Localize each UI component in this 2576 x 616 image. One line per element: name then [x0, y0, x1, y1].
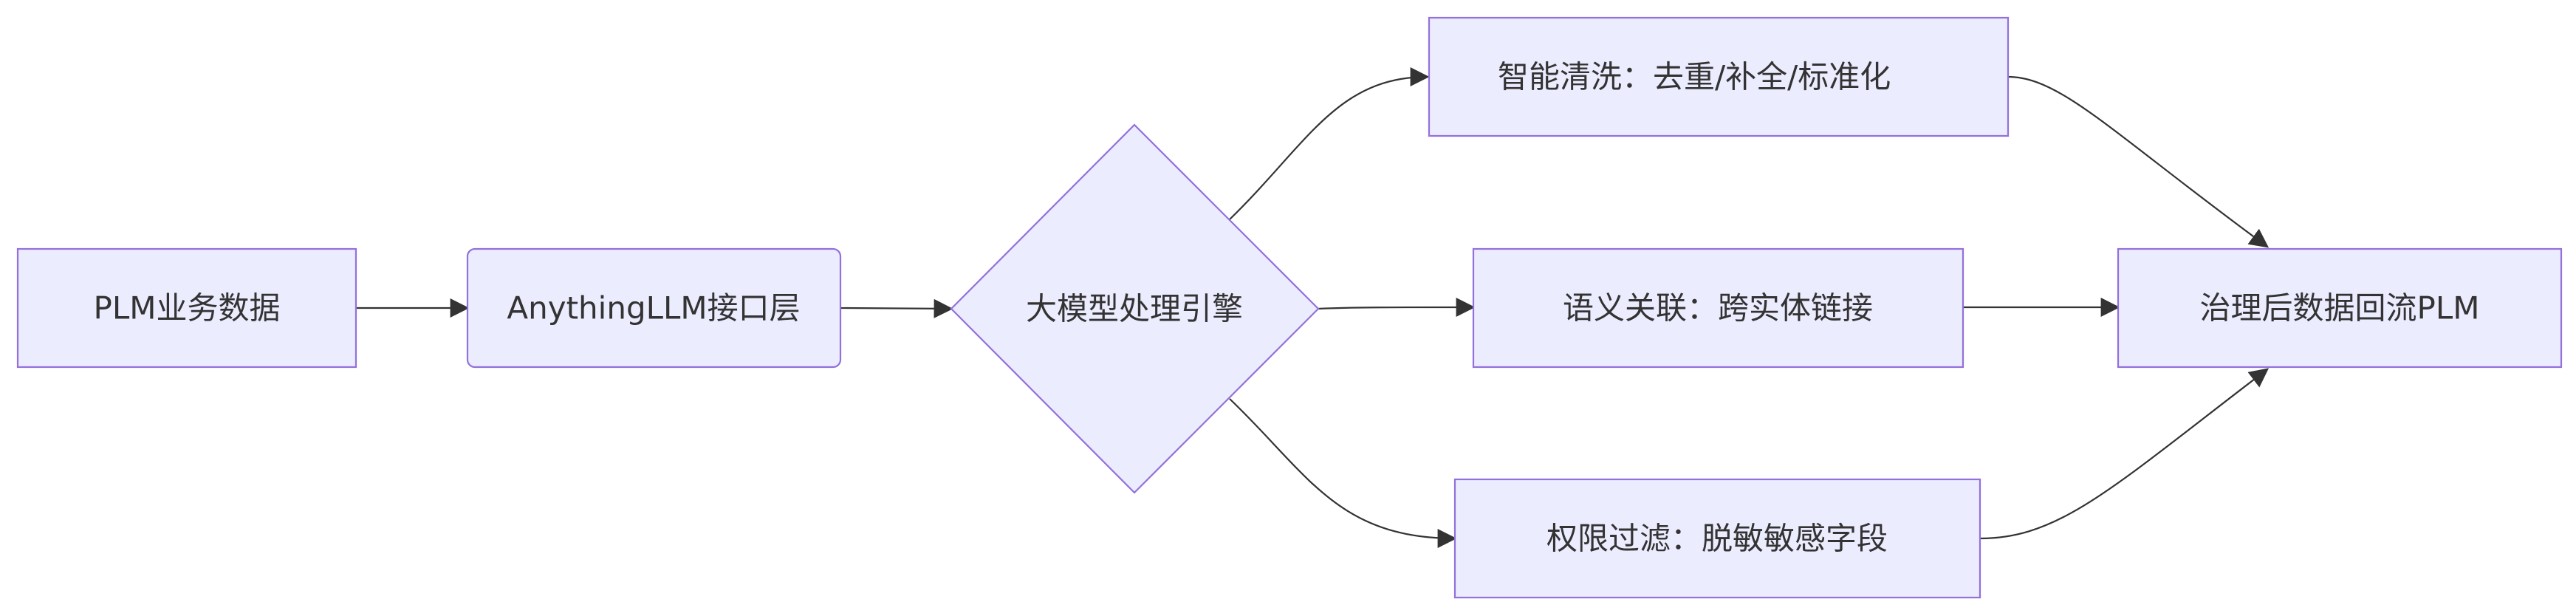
node-interface-layer[interactable]: AnythingLLM接口层 [466, 247, 842, 369]
node-return-plm[interactable]: 治理后数据回流PLM [2117, 247, 2563, 369]
node-llm-engine[interactable]: 大模型处理引擎 [950, 123, 1320, 494]
edge-interface-to-engine [840, 298, 953, 318]
edge-cleaning-to-return [2007, 75, 2270, 248]
node-permission-filter[interactable]: 权限过滤：脱敏敏感字段 [1453, 478, 1981, 599]
node-llm-engine-label: 大模型处理引擎 [1026, 291, 1243, 327]
node-plm-data-label: PLM业务数据 [94, 290, 281, 326]
node-smart-cleaning-label: 智能清洗：去重/补全/标准化 [1498, 59, 1891, 95]
node-semantic-link-label: 语义关联：跨实体链接 [1563, 290, 1873, 326]
node-return-plm-label: 治理后数据回流PLM [2200, 290, 2480, 326]
node-plm-data[interactable]: PLM业务数据 [16, 247, 357, 369]
edge-engine-to-semantic [1318, 298, 1476, 318]
node-permission-filter-label: 权限过滤：脱敏敏感字段 [1546, 521, 1888, 557]
node-interface-layer-label: AnythingLLM接口层 [507, 290, 800, 326]
edge-engine-to-permission [1229, 398, 1457, 548]
edge-permission-to-return [1979, 368, 2270, 540]
node-smart-cleaning[interactable]: 智能清洗：去重/补全/标准化 [1428, 16, 2010, 137]
edge-engine-to-cleaning [1229, 67, 1430, 220]
node-semantic-link[interactable]: 语义关联：跨实体链接 [1472, 247, 1964, 369]
